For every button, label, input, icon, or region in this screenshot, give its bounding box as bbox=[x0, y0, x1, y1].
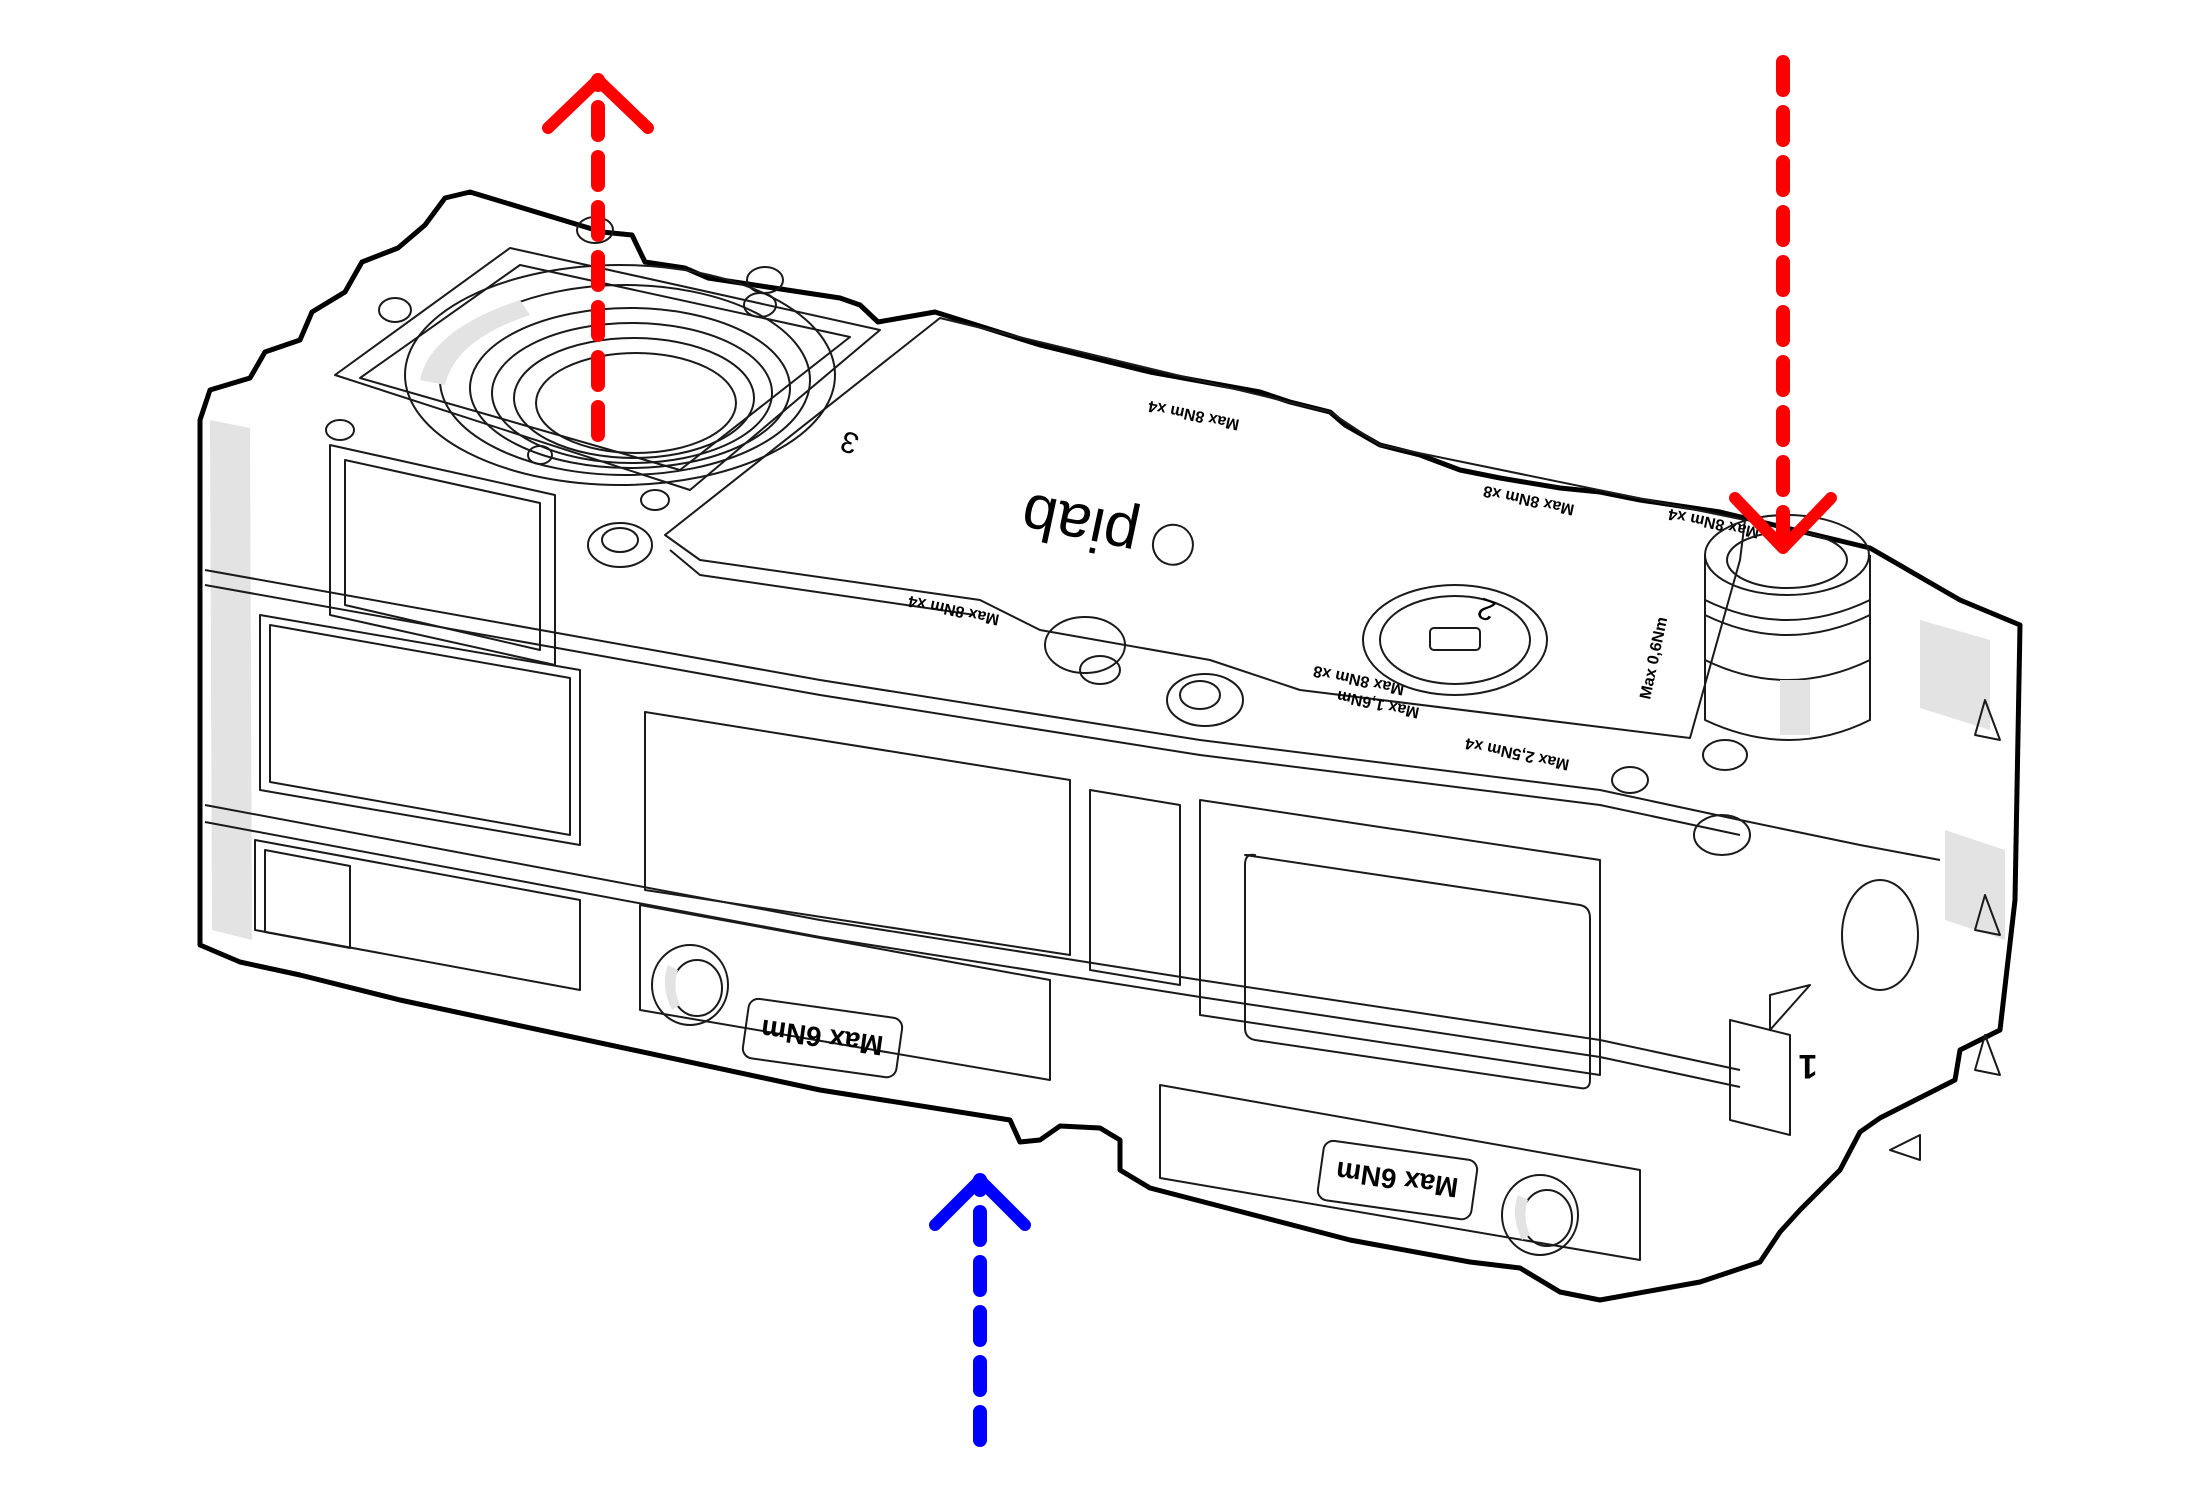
port-2-label: 2 bbox=[1473, 591, 1500, 628]
torque-text-top-7: Max 0,6Nm bbox=[1637, 616, 1671, 701]
torque-plate-front-left: Max 6Nm bbox=[741, 997, 904, 1079]
top-cover-plate: piab Max 8Nm x4 Max 8Nm x4 Max 8Nm x8 Ma… bbox=[664, 317, 1761, 773]
front-mounting-hole-left bbox=[651, 944, 729, 1026]
torque-text-top-1: Max 8Nm x4 bbox=[1147, 397, 1241, 433]
front-mounting-hole-right bbox=[1501, 1174, 1579, 1256]
port-1-fitting: 1 bbox=[1704, 514, 2005, 1161]
vacuum-pump-body: Max 6Nm Max 6Nm bbox=[197, 189, 2023, 1303]
port-2-dial: 2 bbox=[1362, 584, 1548, 696]
torque-text-top-5: Max 2,5Nm x4 bbox=[1464, 734, 1571, 773]
brand-label: piab bbox=[1015, 480, 1144, 572]
exhaust-arrow bbox=[542, 73, 654, 442]
port-3-housing: 3 bbox=[325, 216, 881, 568]
port-3-label: 3 bbox=[836, 424, 863, 461]
torque-label-front-left: Max 6Nm bbox=[759, 1014, 885, 1062]
port-1-label: 1 bbox=[1799, 1047, 1818, 1085]
piab-logo-icon: piab bbox=[1015, 480, 1194, 572]
torque-label-front-right: Max 6Nm bbox=[1334, 1156, 1460, 1204]
inlet-arrow bbox=[1729, 55, 1837, 554]
vacuum-arrow bbox=[929, 1173, 1031, 1447]
plate-screw-holes bbox=[1044, 616, 1751, 856]
